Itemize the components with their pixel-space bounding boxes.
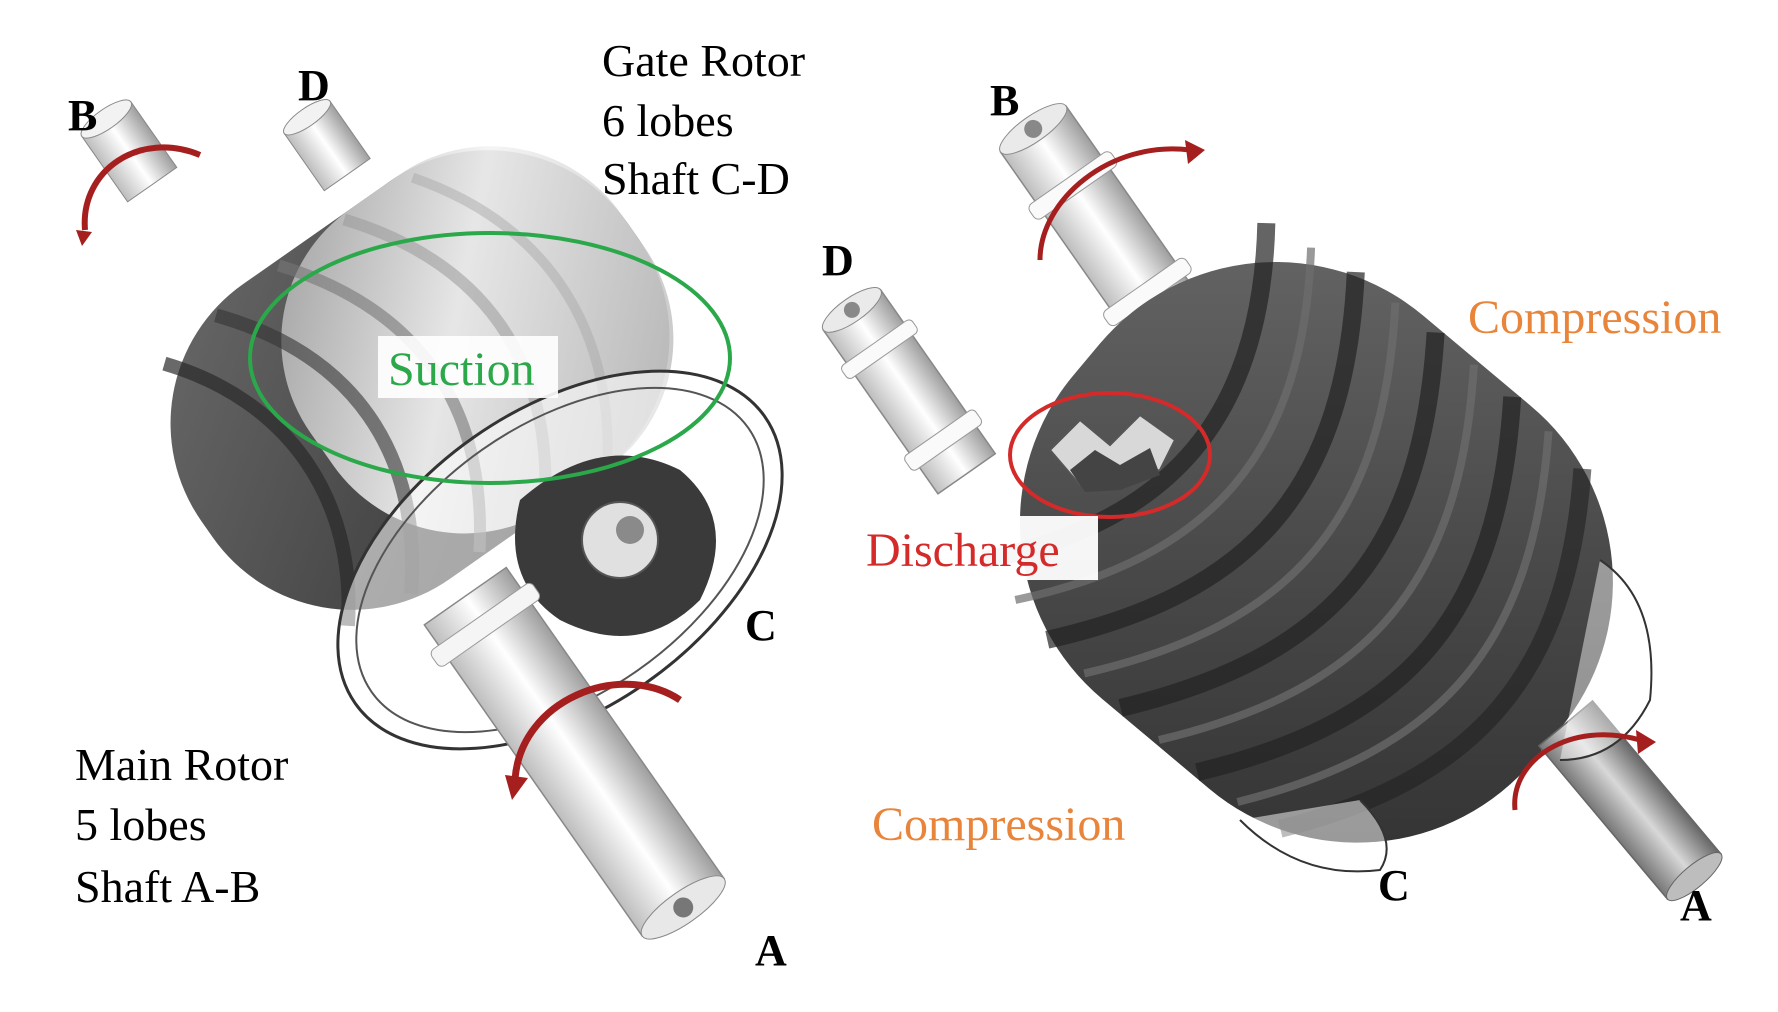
right-letter-c: C xyxy=(1378,861,1410,910)
svg-text:Gate Rotor: Gate Rotor xyxy=(602,35,805,86)
left-letter-d: D xyxy=(298,61,330,110)
main-rotor-caption: Main Rotor 5 lobes Shaft A-B xyxy=(75,739,288,912)
suction-label-bg xyxy=(378,336,558,398)
right-rear-housing xyxy=(1559,559,1653,761)
left-letter-b: B xyxy=(68,91,97,140)
svg-text:6 lobes: 6 lobes xyxy=(602,95,734,146)
right-rotor-assembly: B D C A Discharge Compression Compressio… xyxy=(821,76,1723,930)
left-letter-c: C xyxy=(745,601,777,650)
right-rotation-arrow-a-head xyxy=(1636,730,1656,754)
left-rotation-arrow-b xyxy=(81,144,202,231)
left-shaft-a xyxy=(423,566,726,940)
discharge-port-teeth xyxy=(1048,413,1177,492)
svg-text:5 lobes: 5 lobes xyxy=(75,799,207,850)
svg-text:Main Rotor: Main Rotor xyxy=(75,739,288,790)
left-rotor-assembly: B D C A Suction Gate Rotor 6 lobes Shaft… xyxy=(68,35,805,975)
right-letter-b: B xyxy=(990,76,1019,125)
discharge-zone-outline xyxy=(1008,391,1212,519)
right-shaft-d-stub xyxy=(821,287,997,495)
right-rotation-arrow-b-head xyxy=(1185,140,1205,164)
left-shaft-d-stub xyxy=(283,99,371,192)
left-rotation-arrow-a xyxy=(511,680,682,781)
left-rotation-arrow-b-head xyxy=(76,230,92,246)
left-gate-rotor-section xyxy=(515,455,716,636)
right-shaft-a xyxy=(1537,699,1723,902)
right-rotor-body xyxy=(981,222,1613,843)
suction-label: Suction xyxy=(388,343,535,396)
discharge-label-bg xyxy=(858,516,1098,580)
right-lower-housing xyxy=(1239,799,1388,873)
left-letter-a: A xyxy=(755,926,787,975)
svg-text:Shaft A-B: Shaft A-B xyxy=(75,861,260,912)
svg-text:Shaft C-D: Shaft C-D xyxy=(602,153,790,204)
suction-zone-outline xyxy=(248,231,732,485)
gate-rotor-caption: Gate Rotor 6 lobes Shaft C-D xyxy=(602,35,805,204)
right-letter-d: D xyxy=(822,236,854,285)
right-rotation-arrow-a xyxy=(1512,732,1641,811)
right-rotation-arrow-b xyxy=(1037,146,1191,261)
discharge-label: Discharge xyxy=(866,524,1060,577)
right-letter-a: A xyxy=(1680,881,1712,930)
left-end-housing-rim xyxy=(355,386,765,734)
compression-label-bottom: Compression xyxy=(872,798,1125,851)
left-rotation-arrow-a-head xyxy=(505,775,528,800)
compression-label-right: Compression xyxy=(1468,291,1721,344)
